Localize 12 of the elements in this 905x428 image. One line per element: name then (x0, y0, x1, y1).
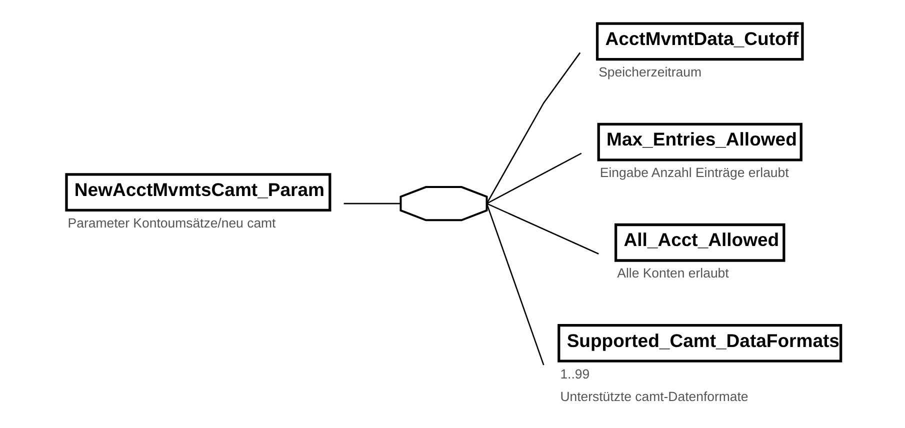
connector (486, 202, 544, 365)
node-label: 1..99 (560, 366, 590, 381)
node-label: Speicherzeitraum (598, 64, 701, 80)
connector (486, 152, 582, 204)
node-label: Alle Konten erlaubt (616, 265, 728, 280)
connector (486, 52, 580, 204)
node-label: Parameter Kontoumsätze/neu camt (67, 214, 276, 230)
connector (486, 202, 598, 254)
node-label: Unterstützte camt-Datenformate (560, 388, 748, 404)
connector (343, 202, 400, 204)
node-label: Eingabe Anzahl Einträge erlaubt (599, 164, 788, 180)
node-octagon (399, 186, 488, 221)
